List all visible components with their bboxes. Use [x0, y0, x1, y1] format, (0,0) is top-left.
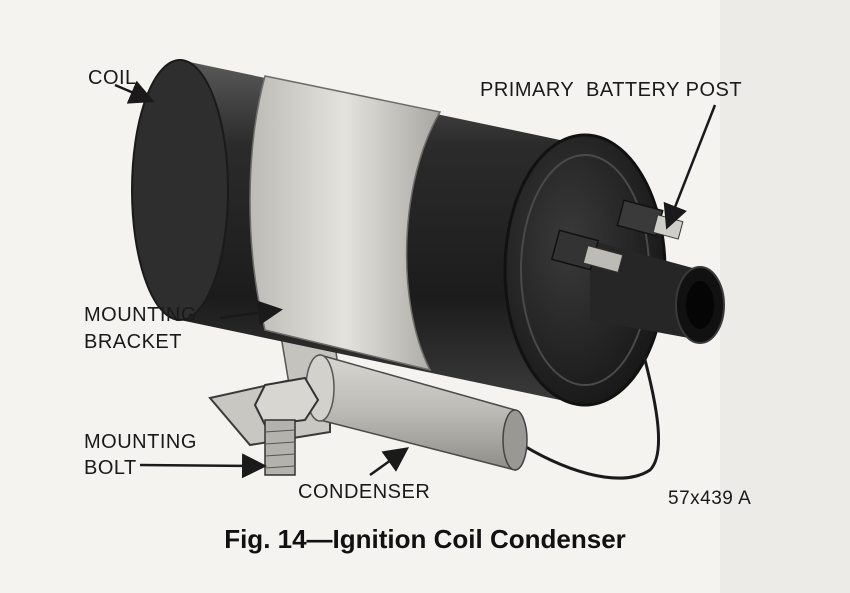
mounting-bolt-label-line1: MOUNTING: [84, 431, 197, 453]
figure-caption: Fig. 14—Ignition Coil Condenser: [224, 524, 626, 554]
battery-post-leader-arrow: [663, 104, 717, 230]
coil-leader-arrow: [114, 80, 155, 104]
condenser-label: CONDENSER: [298, 481, 431, 503]
page-edge-shading: [720, 0, 850, 593]
mounting-bracket-label-line2: BRACKET: [84, 331, 182, 353]
condenser-lead-wire: [514, 339, 661, 480]
condenser: [305, 354, 528, 471]
mounting-bracket-label-line1: MOUNTING: [84, 304, 197, 326]
bracket-leader-arrow: [219, 300, 283, 326]
condenser-leader-arrow: [369, 447, 410, 477]
bolt-leader-arrow: [139, 453, 267, 479]
mounting-bracket-band: [249, 75, 442, 372]
figure-code-label: 57x439 A: [668, 488, 752, 509]
mounting-bolt: [253, 376, 320, 476]
coil-label: COIL: [88, 67, 137, 89]
leader-lines: [114, 80, 717, 479]
mounting-bolt-label-line2: BOLT: [84, 457, 137, 479]
primary-battery-post-label: PRIMARY BATTERY POST: [480, 79, 743, 101]
